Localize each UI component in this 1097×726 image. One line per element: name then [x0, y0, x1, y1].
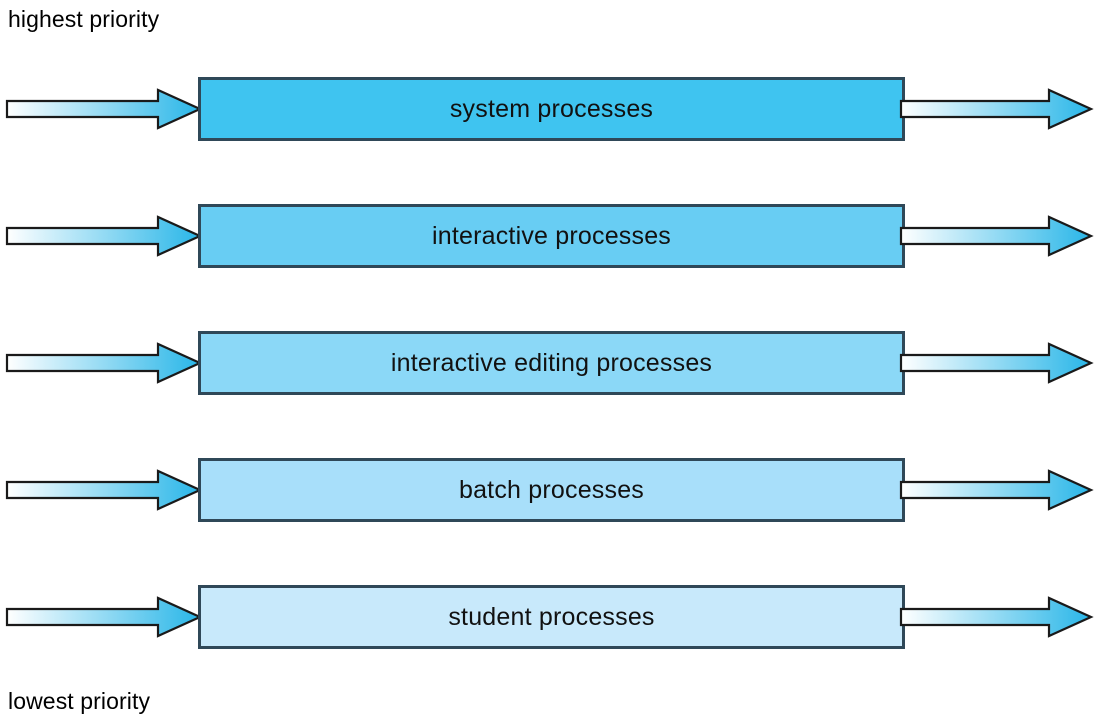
queue-row: system processes	[0, 77, 1097, 141]
queue-box[interactable]: interactive editing processes	[198, 331, 905, 395]
incoming-processes-arrow	[5, 596, 203, 638]
lowest-priority-label: lowest priority	[8, 688, 151, 714]
queue-box[interactable]: interactive processes	[198, 204, 905, 268]
queue-box[interactable]: batch processes	[198, 458, 905, 522]
highest-priority-label: highest priority	[8, 6, 160, 32]
queue-row: interactive editing processes	[0, 331, 1097, 395]
outgoing-processes-arrow	[899, 88, 1094, 130]
queue-box-label: student processes	[448, 602, 655, 631]
outgoing-processes-arrow	[899, 596, 1094, 638]
queue-row: interactive processes	[0, 204, 1097, 268]
queue-row: batch processes	[0, 458, 1097, 522]
queue-row: student processes	[0, 585, 1097, 649]
outgoing-processes-arrow	[899, 469, 1094, 511]
incoming-processes-arrow	[5, 342, 203, 384]
queue-box-label: batch processes	[458, 475, 645, 504]
queue-box-label: system processes	[449, 94, 654, 123]
outgoing-processes-arrow	[899, 342, 1094, 384]
queue-box[interactable]: student processes	[198, 585, 905, 649]
incoming-processes-arrow	[5, 88, 203, 130]
queue-box-label: interactive editing processes	[390, 348, 713, 377]
incoming-processes-arrow	[5, 215, 203, 257]
queue-box[interactable]: system processes	[198, 77, 905, 141]
incoming-processes-arrow	[5, 469, 203, 511]
outgoing-processes-arrow	[899, 215, 1094, 257]
queue-box-label: interactive processes	[431, 221, 672, 250]
